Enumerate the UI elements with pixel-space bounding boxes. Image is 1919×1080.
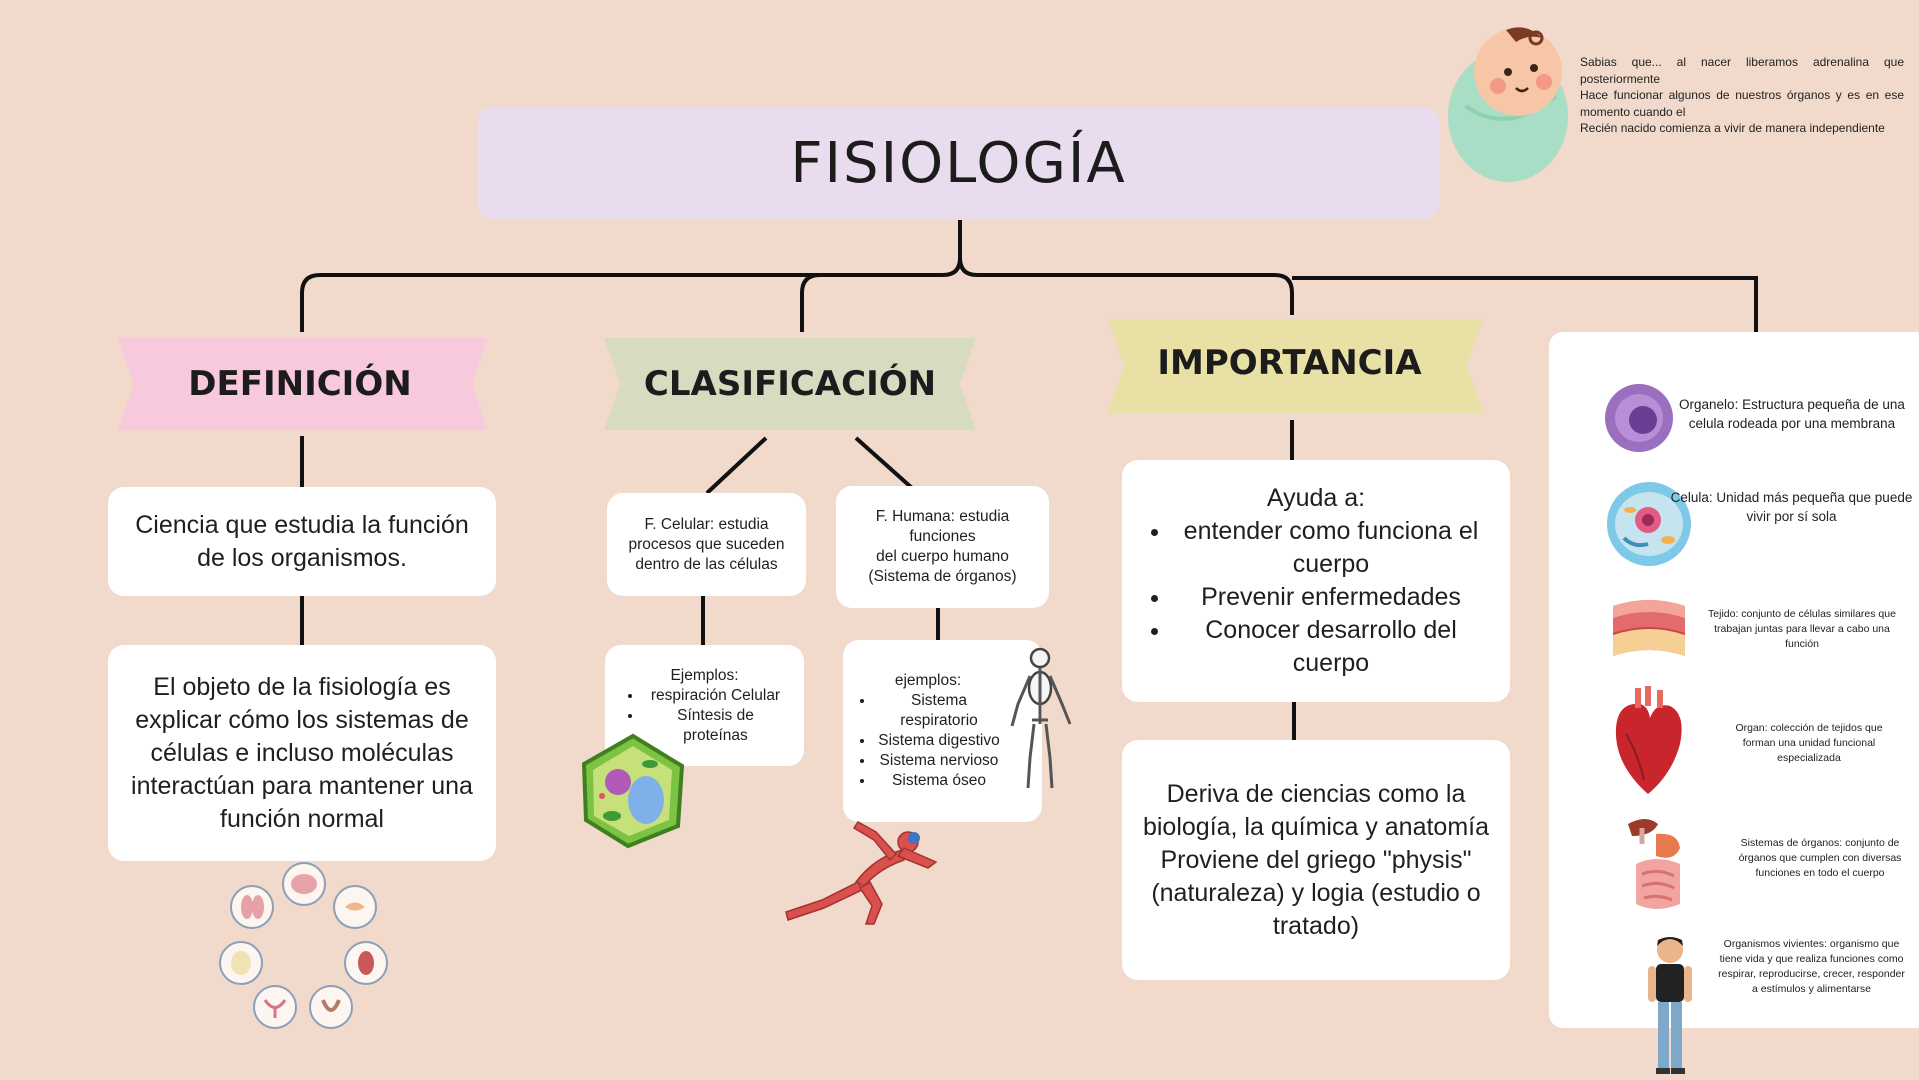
- ejemplos-title: ejemplos:: [894, 672, 962, 689]
- celular-box: F. Celular: estudia procesos que suceden…: [607, 493, 806, 596]
- clasificacion-ribbon: CLASIFICACIÓN: [604, 332, 976, 436]
- organs-icon: [219, 862, 388, 1029]
- fact-line: Sabias que... al nacer liberamos adrenal…: [1580, 55, 1904, 86]
- list-item: Síntesis de proteínas: [643, 706, 788, 746]
- list-item: Prevenir enfermedades: [1172, 581, 1490, 614]
- baby-icon: [1448, 27, 1568, 182]
- list-item: respiración Celular: [643, 686, 788, 706]
- celular-text: F. Celular: estudia procesos que suceden…: [628, 515, 785, 573]
- fact-text: Sabias que... al nacer liberamos adrenal…: [1580, 54, 1904, 137]
- definicion-box: Ciencia que estudia la función de los or…: [108, 487, 496, 596]
- title-box: FISIOLOGÍA: [478, 107, 1439, 219]
- level-organelo: Organelo: Estructura pequeña de una celu…: [1679, 397, 1905, 431]
- digestive-system-icon: [1628, 819, 1680, 909]
- fact-line: Hace funcionar algunos de nuestros órgan…: [1580, 88, 1904, 119]
- definicion-ribbon: DEFINICIÓN: [118, 332, 488, 436]
- skeleton-icon: [1010, 647, 1072, 789]
- level-organismos: Organismos vivientes: organismo que tien…: [1718, 938, 1905, 995]
- level-sistemas: Sistemas de órganos: conjunto de órganos…: [1738, 837, 1902, 879]
- list-item: Sistema óseo: [875, 771, 1003, 791]
- ribbon-shape: [1108, 319, 1483, 413]
- page-title: FISIOLOGÍA: [790, 130, 1127, 196]
- ejemplos-humana-box: ejemplos: Sistema respiratorio Sistema d…: [843, 640, 1042, 822]
- ayuda-box: Ayuda a: entender como funciona el cuerp…: [1122, 460, 1510, 702]
- ejemplos-title: Ejemplos:: [670, 666, 739, 684]
- definicion-heading: DEFINICIÓN: [188, 364, 412, 404]
- level-tejido: Tejido: conjunto de células similares qu…: [1708, 608, 1896, 650]
- level-celula: Celula: Unidad más pequeña que puede viv…: [1670, 490, 1913, 524]
- humana-line: F. Humana: estudia funciones: [875, 508, 1010, 545]
- humana-line: del cuerpo humano: [876, 548, 1009, 565]
- plant-cell-icon: [581, 733, 685, 849]
- definicion-text: Ciencia que estudia la función de los or…: [135, 510, 469, 572]
- humana-box: F. Humana: estudia funciones del cuerpo …: [836, 486, 1049, 608]
- deriva-text: Deriva de ciencias como la biología, la …: [1142, 779, 1490, 940]
- humana-line: (Sistema de órganos): [868, 568, 1017, 585]
- deriva-box: Deriva de ciencias como la biología, la …: [1122, 740, 1510, 980]
- list-item: Sistema digestivo: [875, 731, 1003, 751]
- fact-line: Recién nacido comienza a vivir de manera…: [1580, 121, 1885, 135]
- levels-panel: [1549, 332, 1919, 1028]
- clasificacion-heading: CLASIFICACIÓN: [643, 364, 937, 404]
- ayuda-title: Ayuda a:: [1266, 484, 1366, 512]
- ribbon-shape: [118, 338, 488, 430]
- importancia-heading: IMPORTANCIA: [1157, 343, 1422, 383]
- objeto-box: El objeto de la fisiología es explicar c…: [108, 645, 496, 861]
- objeto-text: El objeto de la fisiología es explicar c…: [131, 672, 473, 833]
- list-item: Sistema respiratorio: [875, 691, 1003, 731]
- ribbon-shape: [604, 338, 976, 430]
- list-item: entender como funciona el cuerpo: [1172, 515, 1490, 581]
- cell-icon: [1607, 482, 1691, 566]
- level-organo: Organ: colección de tejidos que forman u…: [1735, 722, 1883, 764]
- organelle-icon: [1605, 384, 1673, 452]
- tissue-icon: [1612, 600, 1686, 656]
- person-icon: [1648, 937, 1692, 1074]
- list-item: Conocer desarrollo del cuerpo: [1172, 614, 1490, 680]
- importancia-ribbon: IMPORTANCIA: [1108, 313, 1483, 420]
- list-item: Sistema nervioso: [875, 751, 1003, 771]
- runner-muscles-icon: [785, 821, 938, 925]
- heart-icon: [1615, 686, 1682, 794]
